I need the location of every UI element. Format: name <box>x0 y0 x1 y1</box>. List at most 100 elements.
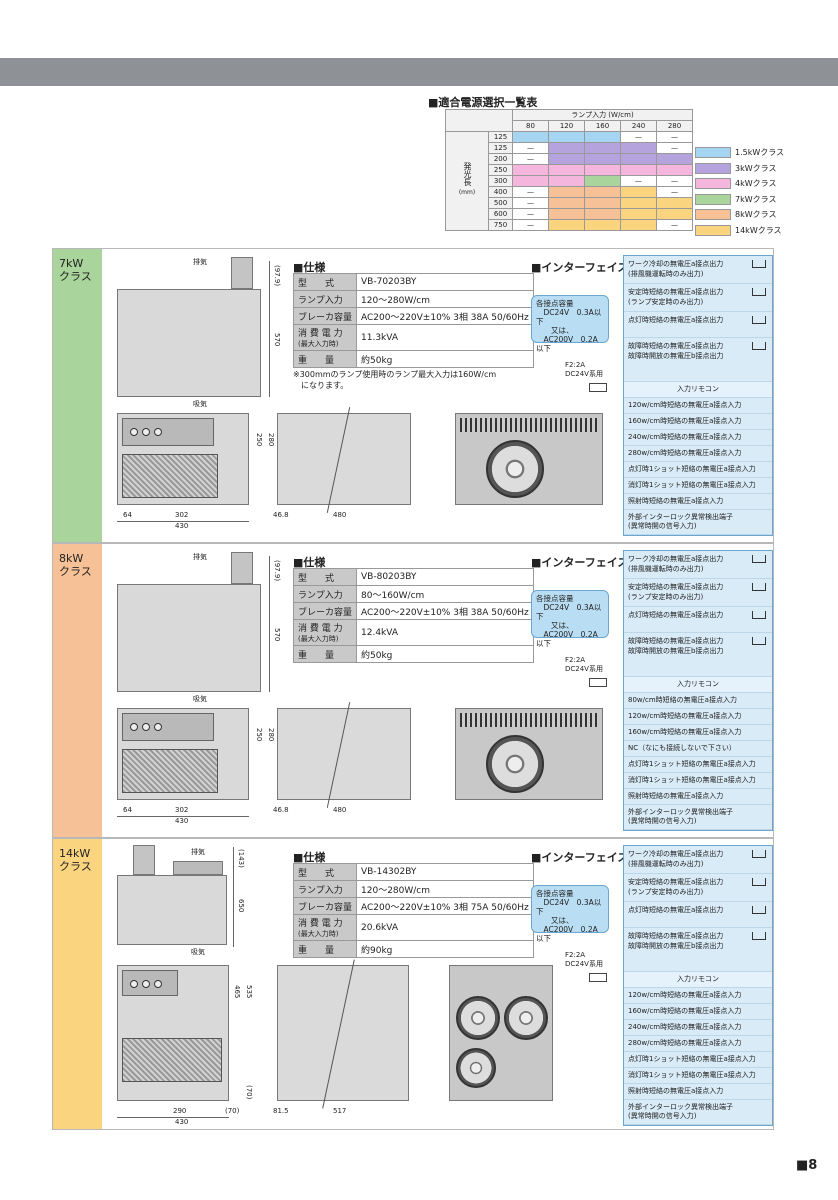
width-dim-3: 430 <box>175 1118 189 1126</box>
length-unit: (mm) <box>458 189 476 196</box>
length-value: 125 <box>488 131 513 143</box>
panel-knob <box>142 980 150 988</box>
selection-cell <box>584 219 621 231</box>
spec-key-line: 消 費 電 力 <box>298 624 343 634</box>
interface-output-row: ワーク冷却の無電圧a接点出力(排風機運転時のみ出力) <box>624 846 772 874</box>
input-header: 280 <box>656 120 693 132</box>
unit-rear-view <box>449 965 553 1101</box>
side-break-line <box>326 702 351 808</box>
interface-input-row: 160w/cm時短絡の無電圧a接点入力 <box>624 1004 772 1020</box>
spec-title: ■仕様 <box>293 261 326 274</box>
air-grille <box>122 454 218 498</box>
panel-knob <box>142 428 150 436</box>
side-dim-1: 46.8 <box>273 806 289 814</box>
interface-input-row: 点灯時1ショット短絡の無電圧a接点入力 <box>624 462 772 478</box>
input-header: 80 <box>512 120 549 132</box>
contact-symbol <box>752 583 766 591</box>
unit-front-view <box>117 708 249 800</box>
legend-swatch <box>695 193 731 205</box>
header-bar <box>0 58 838 86</box>
width-dim-line <box>117 816 249 817</box>
selection-cell <box>620 142 657 154</box>
contact-symbol <box>752 906 766 914</box>
spec-key: 消 費 電 力(最大入力時) <box>292 914 358 941</box>
width-dim-1: 290 <box>173 1107 187 1115</box>
input-header: 120 <box>548 120 585 132</box>
cooling-fan <box>486 440 544 498</box>
interface-input-row: 280w/cm時短絡の無電圧a接点入力 <box>624 1036 772 1052</box>
spec-key-line: 消 費 電 力 <box>298 329 343 339</box>
cooling-fan <box>456 996 500 1040</box>
selection-cell <box>548 197 585 209</box>
spec-key-line: 消 費 電 力 <box>298 919 343 929</box>
panel-knob <box>130 723 138 731</box>
interface-title: ■インターフェイス <box>531 556 629 569</box>
spec-value: 約50kg <box>356 350 534 368</box>
selection-cell <box>548 142 585 154</box>
selection-cell: — <box>656 175 693 187</box>
width-dim-2: 302 <box>175 511 189 519</box>
spec-value: AC200～220V±10% 3相 38A 50/60Hz <box>356 602 534 620</box>
selection-cell <box>656 164 693 176</box>
selection-cell: — <box>620 131 657 143</box>
spec-footnote: ※300mmのランプ使用時のランプ最大入力は160W/cm になります。 <box>293 370 497 390</box>
unit-top-view <box>117 289 261 397</box>
contact-symbol <box>752 316 766 324</box>
length-value: 300 <box>488 175 513 187</box>
interface-output-row: 安定時短絡の無電圧a接点出力(ランプ安定時のみ出力) <box>624 874 772 902</box>
selection-cell <box>656 208 693 220</box>
spec-key: 消 費 電 力(最大入力時) <box>292 324 358 351</box>
unit-side-view <box>277 702 411 808</box>
length-value: 125 <box>488 142 513 154</box>
legend-swatch <box>695 162 731 174</box>
width-dim-2: 302 <box>175 806 189 814</box>
selection-cell <box>584 153 621 165</box>
interface-input-row: 照射時短絡の無電圧a接点入力 <box>624 789 772 805</box>
spec-key-line: 重 量 <box>298 945 335 956</box>
spec-value: 約90kg <box>356 940 534 958</box>
panel-knob <box>154 428 162 436</box>
remote-input-header: 入力リモコン <box>624 972 772 988</box>
unit-top-view <box>117 584 261 692</box>
contact-symbol <box>752 260 766 268</box>
panel-knob <box>130 980 138 988</box>
spec-value: 120～280W/cm <box>356 880 534 898</box>
cooling-fan <box>504 996 548 1040</box>
intake-label: 吸気 <box>193 400 207 408</box>
interface-input-row: 外部インターロック異常検出端子(異常時開の信号入力) <box>624 1100 772 1125</box>
selection-cell: — <box>656 186 693 198</box>
air-grille <box>122 1038 222 1082</box>
intake-label: 吸気 <box>193 695 207 703</box>
spec-key-line: 型 式 <box>298 278 335 289</box>
interface-input-row: 外部インターロック異常検出端子(異常時開の信号入力) <box>624 510 772 535</box>
legend-item: 4kWクラス <box>695 178 776 189</box>
contact-capacity-bubble: 各接点容量 DC24V 0.3A以下 又は、 AC200V 0.2A以下 <box>531 295 609 353</box>
remote-input-header: 入力リモコン <box>624 382 772 398</box>
spec-key-line: 型 式 <box>298 868 335 879</box>
height-dimension: 570 <box>273 628 281 642</box>
legend-label: 3kWクラス <box>735 163 777 173</box>
legend-swatch <box>695 147 731 158</box>
selection-cell <box>584 197 621 209</box>
interface-output-row: 点灯時短絡の無電圧a接点出力 <box>624 607 772 633</box>
selection-cell <box>512 164 549 176</box>
spec-key: ブレーカ容量 <box>292 307 358 325</box>
contact-symbol <box>752 878 766 886</box>
legend-item: 3kWクラス <box>695 162 777 174</box>
spec-key: 重 量 <box>292 350 358 368</box>
front-height-1: 250 <box>255 728 263 742</box>
selection-cell <box>656 153 693 165</box>
contact-capacity-bubble: 各接点容量 DC24V 0.3A以下 又は、 AC200V 0.2A以下 <box>531 885 609 943</box>
width-dim-3: 430 <box>175 817 189 825</box>
terminal-block <box>173 861 223 875</box>
selection-cell: — <box>512 186 549 198</box>
bottom-dimension: (70) <box>245 1085 253 1100</box>
